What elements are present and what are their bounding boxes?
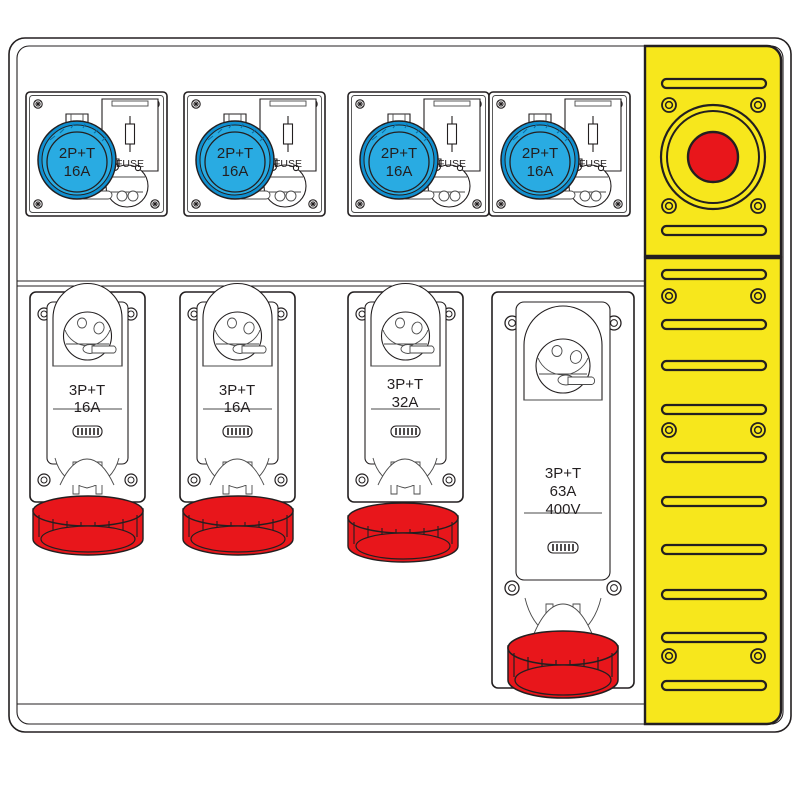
socket-current-label-6: 16A (224, 399, 251, 416)
socket-module-2pt-1[interactable]: 2P+T 16A FUSE (25, 91, 168, 217)
socket-phase-label-5: 3P+T (69, 382, 105, 399)
socket-current-label-1: 16A (64, 163, 91, 180)
socket-voltage-label-8: 400V (545, 501, 580, 518)
fuse-label-4: FUSE (579, 158, 607, 170)
socket-phase-label-8: 3P+T (545, 465, 581, 482)
socket-current-label-8: 63A (550, 483, 577, 500)
socket-module-3pt-63a[interactable]: 3P+T 63A 400V (491, 291, 635, 699)
socket-phase-label-1: 2P+T (59, 145, 95, 162)
socket-module-3pt-16a-1[interactable]: 3P+T 16A (29, 282, 146, 556)
socket-current-label-5: 16A (74, 399, 101, 416)
socket-module-2pt-3[interactable]: 2P+T 16A FUSE (347, 91, 490, 217)
socket-phase-label-3: 2P+T (381, 145, 417, 162)
red-connector-cap (507, 630, 619, 699)
socket-module-3pt-16a-2[interactable]: 3P+T 16A (179, 282, 296, 556)
socket-phase-label-2: 2P+T (217, 145, 253, 162)
vent-slot (660, 268, 768, 692)
socket-current-label-7: 32A (392, 394, 419, 411)
socket-current-label-4: 16A (527, 163, 554, 180)
socket-module-2pt-4[interactable]: 2P+T 16A FUSE (488, 91, 631, 217)
socket-current-label-3: 16A (386, 163, 413, 180)
fuse-label-2: FUSE (274, 158, 302, 170)
fuse-label-3: FUSE (438, 158, 466, 170)
socket-phase-label-6: 3P+T (219, 382, 255, 399)
socket-phase-label-7: 3P+T (387, 376, 423, 393)
socket-current-label-2: 16A (222, 163, 249, 180)
emergency-stop-button[interactable] (659, 103, 767, 211)
socket-module-2pt-2[interactable]: 2P+T 16A FUSE (183, 91, 326, 217)
vent-slot (660, 77, 768, 237)
fuse-label-1: FUSE (116, 158, 144, 170)
socket-phase-label-4: 2P+T (522, 145, 558, 162)
panel-divider (17, 280, 645, 705)
socket-module-3pt-32a[interactable]: 3P+T 32A (347, 282, 464, 563)
emergency-stop-panel[interactable] (643, 44, 783, 726)
panel-screw (661, 97, 766, 664)
